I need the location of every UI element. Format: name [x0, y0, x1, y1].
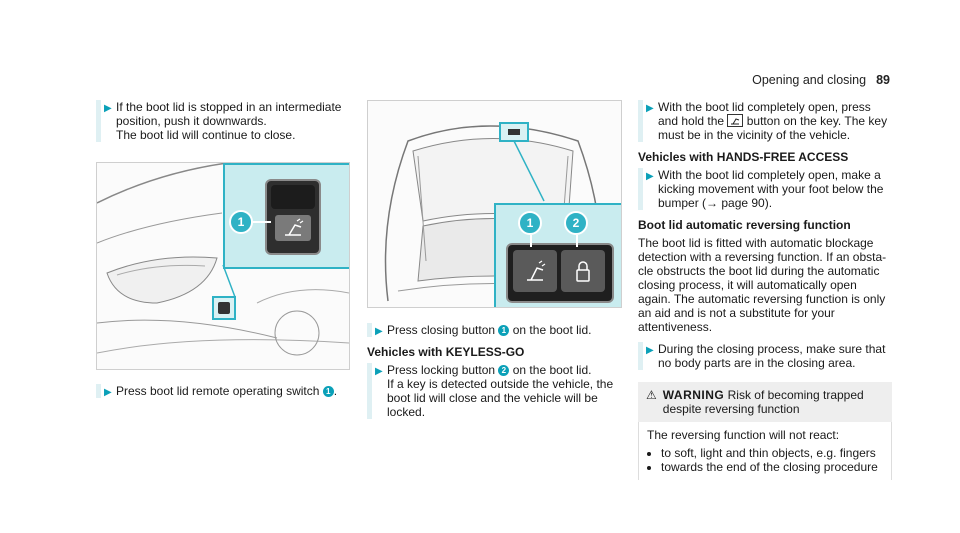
- boot-lid-icon: [527, 260, 546, 281]
- body-paragraph: The boot lid is fitted with automatic bl…: [638, 236, 887, 334]
- warning-box: ⚠ WARNING Risk of becoming trapped despi…: [638, 382, 892, 422]
- zoom-panel: 1 2: [494, 203, 621, 307]
- button-pair: [506, 243, 614, 303]
- warning-list: to soft, light and thin objects, e.g. fi…: [647, 446, 883, 474]
- instruction-step: ▶ Press locking button 2 on the boot lid…: [367, 363, 620, 419]
- lock-icon: [576, 261, 590, 282]
- section-heading: Vehicles with HANDS-FREE ACCESS: [638, 150, 849, 164]
- step-arrow-icon: ▶: [646, 345, 654, 356]
- boot-lid-icon: [275, 215, 311, 241]
- step-arrow-icon: ▶: [646, 103, 654, 114]
- callout-2: 2: [564, 211, 588, 235]
- list-item: towards the end of the closing procedure: [661, 460, 883, 474]
- step-line: position, push it downwards.: [116, 114, 267, 128]
- column-1: ▶ If the boot lid is stopped in an inter…: [96, 100, 350, 398]
- section-heading: Boot lid automatic reversing function: [638, 218, 851, 232]
- remote-switch-button: [265, 179, 321, 255]
- page-header: Opening and closing 89: [752, 73, 890, 87]
- closing-button: [513, 250, 557, 292]
- step-line: If the boot lid is stopped in an interme…: [116, 100, 342, 114]
- page-number: 89: [876, 73, 890, 87]
- step-line: The boot lid will continue to close.: [116, 128, 296, 142]
- warning-title: ⚠ WARNING Risk of becoming trapped despi…: [646, 388, 864, 416]
- instruction-step: ▶ Press boot lid remote operating switch…: [96, 384, 348, 398]
- interior-door-drawing: [97, 163, 349, 356]
- callout-1: 1: [518, 211, 542, 235]
- door-switch-illustration: 1: [96, 162, 350, 370]
- step-arrow-icon: ▶: [375, 326, 383, 337]
- instruction-step: ▶ With the boot lid completely open, mak…: [638, 168, 892, 210]
- instruction-step: ▶ With the boot lid completely open, pre…: [638, 100, 892, 142]
- instruction-step: ▶ During the closing process, make sure …: [638, 342, 892, 370]
- callout-1: 1: [229, 210, 253, 234]
- callout-number: 1: [498, 325, 510, 336]
- warning-triangle-icon: ⚠: [646, 388, 657, 402]
- section-heading: Vehicles with KEYLESS-GO: [367, 345, 525, 359]
- instruction-step: ▶ Press closing button 1 on the boot lid…: [367, 323, 620, 337]
- warning-body: The reversing function will not react: t…: [638, 422, 892, 480]
- locking-button: [561, 250, 605, 292]
- instruction-step: ▶ If the boot lid is stopped in an inter…: [96, 100, 348, 142]
- callout-number: 2: [498, 365, 510, 376]
- boot-lid-illustration: 1 2: [367, 100, 622, 308]
- section-title: Opening and closing: [752, 73, 867, 87]
- column-2: 1 2 ▶ Press closing button 1 on the boot…: [367, 100, 622, 419]
- step-arrow-icon: ▶: [104, 103, 112, 114]
- step-arrow-icon: ▶: [375, 366, 383, 377]
- list-item: to soft, light and thin objects, e.g. fi…: [661, 446, 883, 460]
- step-detail: If a key is detected outside the vehicle…: [387, 377, 614, 419]
- step-arrow-icon: ▶: [104, 387, 112, 398]
- step-arrow-icon: ▶: [646, 171, 654, 182]
- callout-number: 1: [322, 386, 334, 397]
- boot-lid-icon: [727, 114, 744, 127]
- column-3: ▶ With the boot lid completely open, pre…: [638, 100, 892, 480]
- zoom-panel: 1: [223, 163, 349, 269]
